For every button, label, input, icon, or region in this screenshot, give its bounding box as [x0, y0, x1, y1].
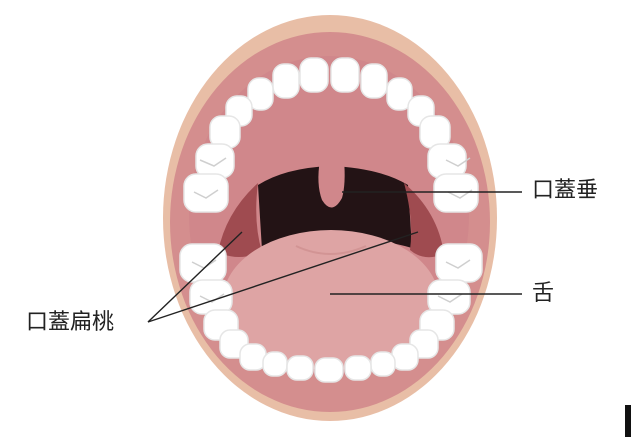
- tonsil-leader-line-left: [147, 231, 243, 323]
- corner-mark: [625, 405, 631, 437]
- tongue-label: 舌: [532, 281, 555, 306]
- uvula: [318, 160, 345, 208]
- leader-lines: [147, 191, 522, 323]
- tonsil-right: [404, 183, 444, 258]
- lower-teeth: [179, 243, 483, 383]
- tongue-groove: [295, 245, 367, 255]
- tonsil-leader-line-right: [147, 231, 419, 323]
- tonsil-left: [218, 183, 262, 257]
- tonsil-label: 口蓋扁桃: [26, 310, 115, 335]
- tongue: [223, 230, 439, 370]
- uvula-label: 口蓋垂: [532, 178, 599, 203]
- throat: [258, 166, 412, 250]
